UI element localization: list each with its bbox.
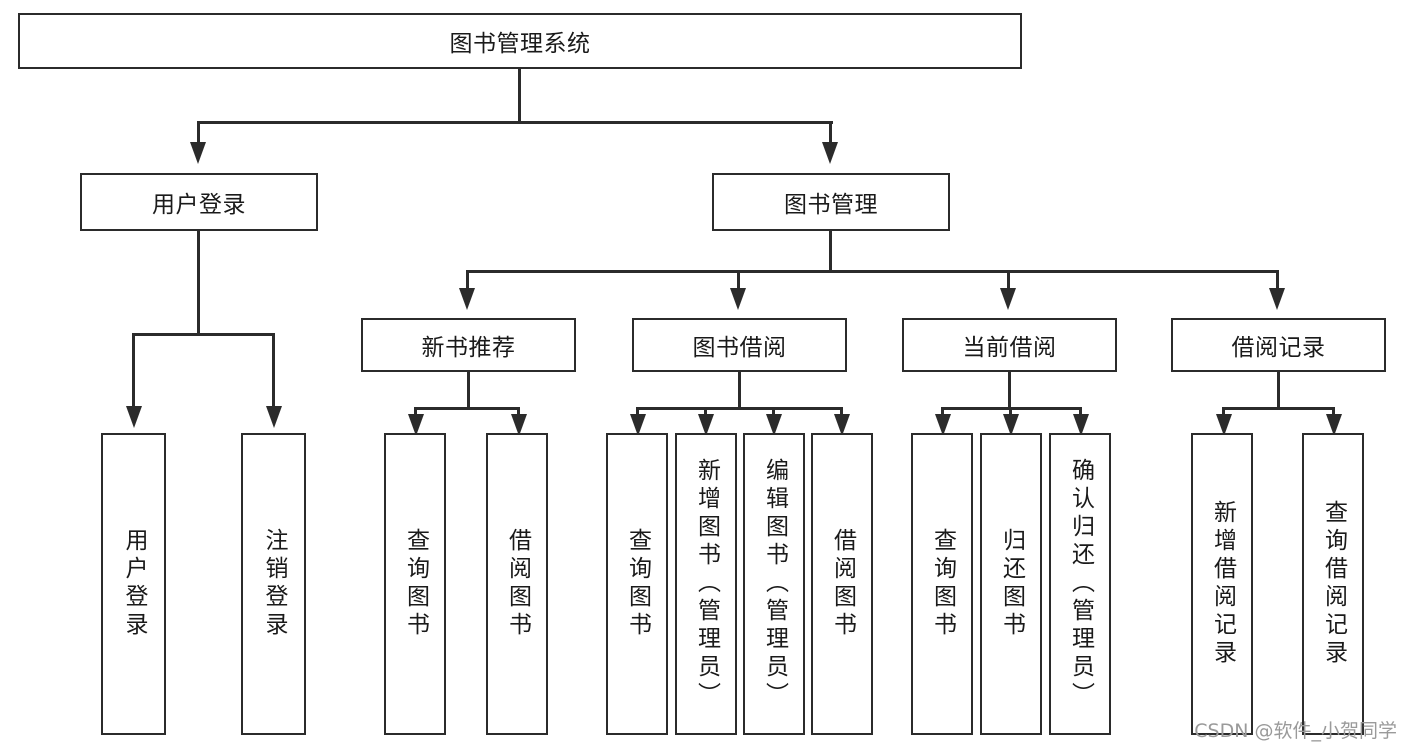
- connector-to-borrow-record: [1276, 270, 1279, 291]
- watermark-text: CSDN @软件_小贺同学: [1194, 720, 1397, 742]
- connector-bb-leaf1: [636, 407, 639, 419]
- leaf-label: 借阅图书: [504, 528, 531, 640]
- node-book-borrow[interactable]: 图书借阅: [632, 318, 847, 372]
- node-root-system[interactable]: 图书管理系统: [18, 13, 1022, 69]
- arrowhead-cb-leaf2: [1003, 414, 1019, 436]
- connector-book-borrow-bus: [636, 407, 843, 410]
- connector-borrow-record-stem: [1277, 372, 1280, 410]
- arrowhead-bb-leaf2: [698, 414, 714, 436]
- leaf-label: 新增图书（管理员）: [693, 458, 720, 710]
- connector-current-borrow-stem: [1008, 372, 1011, 410]
- node-label: 用户登录: [152, 192, 246, 218]
- node-label: 图书管理: [784, 192, 878, 218]
- arrowhead-leaf-user-login: [126, 406, 142, 428]
- leaf-label: 新增借阅记录: [1209, 500, 1236, 668]
- arrowhead-br-leaf2: [1326, 414, 1342, 436]
- connector-bb-leaf2: [704, 407, 707, 419]
- leaf-label: 注销登录: [261, 528, 287, 640]
- connector-br-leaf2: [1332, 407, 1335, 419]
- leaf-edit-book-admin[interactable]: 编辑图书（管理员）: [743, 433, 805, 735]
- leaf-add-borrow-record[interactable]: 新增借阅记录: [1191, 433, 1253, 735]
- connector-user-login-bus: [132, 333, 275, 336]
- connector-nb-leaf1: [414, 407, 417, 419]
- leaf-borrow-book[interactable]: 借阅图书: [811, 433, 873, 735]
- leaf-user-login[interactable]: 用户登录: [101, 433, 166, 735]
- connector-bb-leaf3: [772, 407, 775, 419]
- connector-root-stem: [518, 69, 521, 122]
- connector-nb-leaf2: [517, 407, 520, 419]
- arrowhead-cb-leaf1: [935, 414, 951, 436]
- connector-new-book-bus: [414, 407, 520, 410]
- node-borrow-record[interactable]: 借阅记录: [1171, 318, 1386, 372]
- leaf-logout[interactable]: 注销登录: [241, 433, 306, 735]
- arrowhead-book-manage: [822, 142, 838, 164]
- leaf-label: 查询图书: [402, 528, 429, 640]
- connector-to-user-login: [197, 121, 200, 145]
- arrowhead-cb-leaf3: [1073, 414, 1089, 436]
- leaf-label: 确认归还（管理员）: [1067, 458, 1094, 710]
- arrowhead-bb-leaf3: [766, 414, 782, 436]
- arrowhead-leaf-logout: [266, 406, 282, 428]
- leaf-label: 编辑图书（管理员）: [761, 458, 788, 710]
- arrowhead-bb-leaf4: [834, 414, 850, 436]
- node-label: 图书借阅: [692, 335, 787, 361]
- connector-to-book-manage: [829, 121, 832, 145]
- connector-to-leaf-user-login: [132, 333, 135, 410]
- connector-to-leaf-logout: [272, 333, 275, 410]
- leaf-return-book[interactable]: 归还图书: [980, 433, 1042, 735]
- leaf-confirm-return-admin[interactable]: 确认归还（管理员）: [1049, 433, 1111, 735]
- connector-user-login-stem: [197, 231, 200, 335]
- node-label: 当前借阅: [962, 335, 1057, 361]
- connector-borrow-record-bus: [1222, 407, 1335, 410]
- connector-cb-leaf1: [941, 407, 944, 419]
- connector-level3-bus: [466, 270, 1278, 273]
- arrowhead-new-book: [459, 288, 475, 310]
- connector-book-manage-stem: [829, 231, 832, 272]
- leaf-label: 借阅图书: [829, 528, 856, 640]
- arrowhead-book-borrow: [730, 288, 746, 310]
- node-user-login[interactable]: 用户登录: [80, 173, 318, 231]
- connector-to-new-book: [466, 270, 469, 291]
- connector-level1-bus: [197, 121, 833, 124]
- arrowhead-nb-leaf1: [408, 414, 424, 436]
- node-book-management[interactable]: 图书管理: [712, 173, 950, 231]
- leaf-label: 查询借阅记录: [1320, 500, 1347, 668]
- arrowhead-borrow-record: [1269, 288, 1285, 310]
- leaf-query-borrow-record[interactable]: 查询借阅记录: [1302, 433, 1364, 735]
- node-current-borrow[interactable]: 当前借阅: [902, 318, 1117, 372]
- leaf-query-book-current[interactable]: 查询图书: [911, 433, 973, 735]
- arrowhead-br-leaf1: [1216, 414, 1232, 436]
- connector-br-leaf1: [1222, 407, 1225, 419]
- arrowhead-current-borrow: [1000, 288, 1016, 310]
- connector-book-borrow-stem: [738, 372, 741, 410]
- arrowhead-nb-leaf2: [511, 414, 527, 436]
- arrowhead-user-login: [190, 142, 206, 164]
- connector-cb-leaf2: [1009, 407, 1012, 419]
- leaf-query-book-borrow[interactable]: 查询图书: [606, 433, 668, 735]
- connector-new-book-stem: [467, 372, 470, 410]
- connector-to-book-borrow: [737, 270, 740, 291]
- node-label: 新书推荐: [421, 335, 516, 361]
- leaf-label: 查询图书: [624, 528, 651, 640]
- node-label: 借阅记录: [1231, 335, 1326, 361]
- leaf-query-book-recommend[interactable]: 查询图书: [384, 433, 446, 735]
- leaf-label: 归还图书: [998, 528, 1025, 640]
- arrowhead-bb-leaf1: [630, 414, 646, 436]
- node-label: 图书管理系统: [449, 31, 591, 57]
- leaf-label: 用户登录: [121, 528, 147, 640]
- leaf-add-book-admin[interactable]: 新增图书（管理员）: [675, 433, 737, 735]
- leaf-borrow-book-recommend[interactable]: 借阅图书: [486, 433, 548, 735]
- connector-bb-leaf4: [840, 407, 843, 419]
- connector-to-current-borrow: [1007, 270, 1010, 291]
- connector-cb-leaf3: [1079, 407, 1082, 419]
- node-new-book-recommend[interactable]: 新书推荐: [361, 318, 576, 372]
- leaf-label: 查询图书: [929, 528, 956, 640]
